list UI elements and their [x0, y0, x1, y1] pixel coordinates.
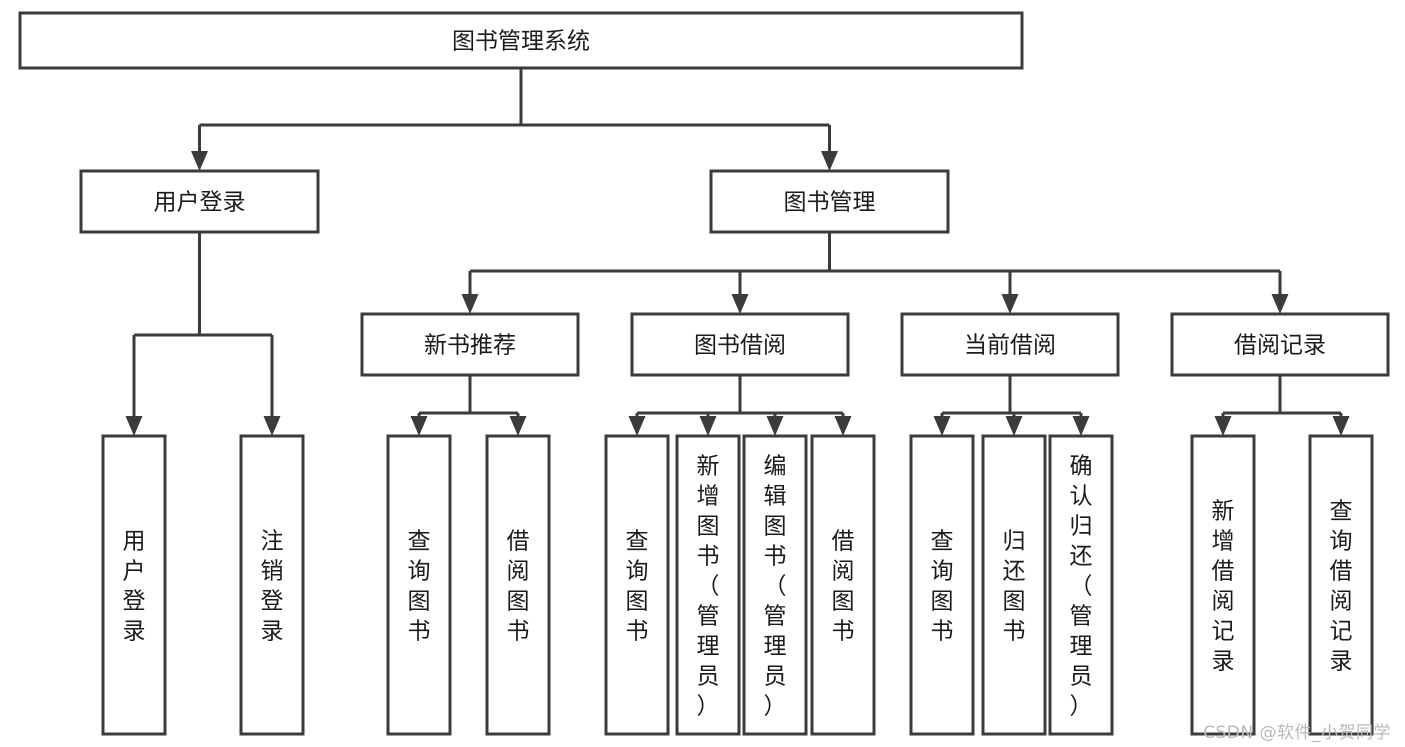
node-box-book-manage — [709, 169, 950, 234]
arrow-head-icon — [1005, 416, 1023, 436]
arrow-head-icon — [263, 416, 281, 436]
node-box-user-login — [79, 169, 320, 234]
node-label-leaf-return-book: 归还图书 — [1003, 528, 1026, 644]
node-box-leaf-edit-book — [742, 434, 808, 736]
node-current-borrow[interactable]: 当前借阅 — [900, 312, 1120, 377]
node-box-leaf-add-record — [1190, 434, 1256, 736]
node-label-leaf-query-book-1: 查询图书 — [408, 528, 431, 644]
arrow-head-icon — [191, 151, 208, 171]
arrow-head-icon — [125, 416, 143, 436]
node-label-leaf-user-login: 用户登录 — [123, 528, 146, 644]
arrow-head-icon — [731, 294, 749, 314]
node-leaf-confirm-return[interactable]: 确认归还（管理员） — [1048, 434, 1114, 736]
node-label-root: 图书管理系统 — [452, 29, 590, 55]
node-box-leaf-query-book-2 — [604, 434, 670, 736]
node-leaf-add-record[interactable]: 新增借阅记录 — [1190, 434, 1256, 736]
node-leaf-user-login[interactable]: 用户登录 — [101, 434, 167, 736]
node-label-leaf-confirm-return: 确认归还（管理员） — [1070, 453, 1093, 719]
node-box-leaf-user-login — [101, 434, 167, 736]
node-box-leaf-user-logout — [239, 434, 305, 736]
node-leaf-query-book-1[interactable]: 查询图书 — [386, 434, 452, 736]
node-box-leaf-return-book — [981, 434, 1047, 736]
edge-group-book-borrow — [628, 375, 852, 436]
arrow-head-icon — [1072, 416, 1090, 436]
node-label-book-borrow: 图书借阅 — [694, 333, 786, 359]
arrow-head-icon — [933, 416, 951, 436]
edge-group-book-manage — [461, 232, 1289, 314]
arrow-head-icon — [1332, 416, 1350, 436]
arrow-head-icon — [509, 416, 527, 436]
edge-layer — [125, 68, 1350, 436]
node-new-book-rec[interactable]: 新书推荐 — [360, 312, 580, 377]
arrow-head-icon — [766, 416, 784, 436]
node-box-leaf-borrow-book-2 — [810, 434, 876, 736]
edge-group-root — [191, 68, 838, 171]
node-leaf-borrow-book-2[interactable]: 借阅图书 — [810, 434, 876, 736]
node-label-leaf-add-record: 新增借阅记录 — [1212, 498, 1235, 674]
node-label-leaf-query-record: 查询借阅记录 — [1330, 498, 1353, 674]
arrow-head-icon — [821, 151, 838, 171]
node-box-new-book-rec — [360, 312, 580, 377]
node-box-current-borrow — [900, 312, 1120, 377]
node-box-leaf-add-book — [675, 434, 741, 736]
node-label-new-book-rec: 新书推荐 — [424, 333, 516, 359]
arrow-head-icon — [461, 294, 479, 314]
node-book-manage[interactable]: 图书管理 — [709, 169, 950, 234]
edge-group-borrow-record — [1214, 375, 1350, 436]
node-leaf-add-book[interactable]: 新增图书（管理员） — [675, 434, 741, 736]
node-borrow-record[interactable]: 借阅记录 — [1170, 312, 1390, 377]
node-label-borrow-record: 借阅记录 — [1234, 333, 1326, 359]
node-label-leaf-user-logout: 注销登录 — [261, 528, 284, 644]
node-label-leaf-query-book-3: 查询图书 — [931, 528, 954, 644]
node-label-leaf-borrow-book-1: 借阅图书 — [507, 528, 530, 644]
arrow-head-icon — [1271, 294, 1289, 314]
edge-group-new-book-rec — [410, 375, 527, 436]
node-box-book-borrow — [630, 312, 850, 377]
node-layer: 图书管理系统用户登录图书管理新书推荐图书借阅当前借阅借阅记录用户登录注销登录查询… — [18, 11, 1390, 736]
node-box-leaf-query-book-1 — [386, 434, 452, 736]
node-user-login[interactable]: 用户登录 — [79, 169, 320, 234]
node-box-leaf-query-record — [1308, 434, 1374, 736]
node-leaf-query-book-3[interactable]: 查询图书 — [909, 434, 975, 736]
node-leaf-user-logout[interactable]: 注销登录 — [239, 434, 305, 736]
node-leaf-query-record[interactable]: 查询借阅记录 — [1308, 434, 1374, 736]
arrow-head-icon — [699, 416, 717, 436]
node-book-borrow[interactable]: 图书借阅 — [630, 312, 850, 377]
node-label-user-login: 用户登录 — [154, 190, 246, 216]
node-box-borrow-record — [1170, 312, 1390, 377]
edge-group-current-borrow — [933, 375, 1090, 436]
node-box-leaf-borrow-book-1 — [485, 434, 551, 736]
node-root[interactable]: 图书管理系统 — [18, 11, 1024, 70]
node-box-root — [18, 11, 1024, 70]
node-leaf-edit-book[interactable]: 编辑图书（管理员） — [742, 434, 808, 736]
arrow-head-icon — [1001, 294, 1019, 314]
node-label-book-manage: 图书管理 — [784, 190, 876, 216]
node-leaf-borrow-book-1[interactable]: 借阅图书 — [485, 434, 551, 736]
node-label-leaf-add-book: 新增图书（管理员） — [697, 453, 720, 719]
node-leaf-return-book[interactable]: 归还图书 — [981, 434, 1047, 736]
arrow-head-icon — [410, 416, 428, 436]
node-box-leaf-confirm-return — [1048, 434, 1114, 736]
node-box-leaf-query-book-3 — [909, 434, 975, 736]
node-leaf-query-book-2[interactable]: 查询图书 — [604, 434, 670, 736]
arrow-head-icon — [628, 416, 646, 436]
node-label-current-borrow: 当前借阅 — [964, 333, 1056, 359]
node-label-leaf-query-book-2: 查询图书 — [626, 528, 649, 644]
edge-group-user-login — [125, 232, 281, 436]
node-label-leaf-edit-book: 编辑图书（管理员） — [764, 453, 787, 719]
node-label-leaf-borrow-book-2: 借阅图书 — [832, 528, 855, 644]
arrow-head-icon — [834, 416, 852, 436]
csdn-watermark: CSDN @软件_小贺同学 — [1203, 723, 1391, 743]
arrow-head-icon — [1214, 416, 1232, 436]
